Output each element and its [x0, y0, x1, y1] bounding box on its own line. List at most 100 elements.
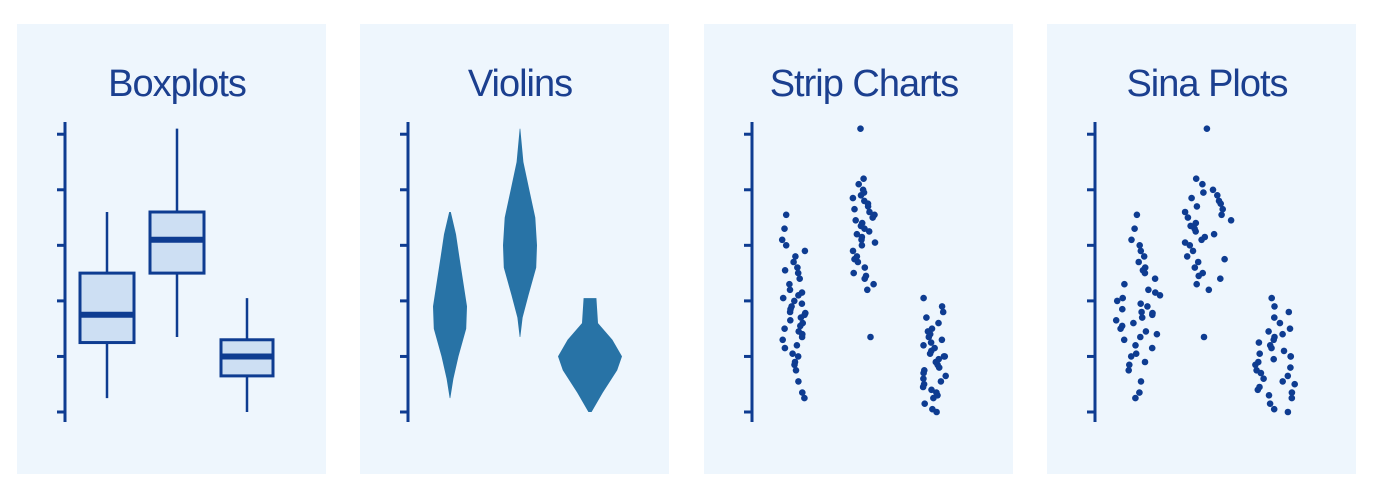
data-point: [801, 247, 809, 255]
data-point: [1286, 325, 1294, 333]
data-point: [1132, 394, 1139, 402]
data-point: [786, 280, 793, 288]
data-point: [849, 247, 857, 255]
data-point: [781, 225, 788, 232]
data-point: [939, 308, 947, 316]
data-point: [1217, 275, 1224, 282]
data-point: [1219, 205, 1226, 213]
data-point: [850, 269, 857, 277]
data-point: [920, 294, 927, 302]
data-point: [1191, 264, 1199, 271]
data-point: [938, 303, 946, 310]
data-point: [1265, 328, 1272, 335]
data-point: [1256, 350, 1263, 358]
data-point: [793, 342, 801, 349]
data-point: [789, 350, 796, 358]
data-point: [1266, 400, 1274, 408]
data-point: [1194, 258, 1202, 266]
panel-title: Boxplots: [108, 63, 246, 105]
data-point: [940, 353, 948, 360]
data-point: [1255, 339, 1263, 346]
data-point: [1144, 303, 1151, 310]
data-point: [1119, 305, 1126, 313]
data-point: [937, 378, 945, 385]
panel-title: Sina Plots: [1126, 63, 1287, 105]
chart-strip: Strip Charts: [744, 63, 959, 422]
data-point: [864, 286, 871, 294]
box-body: [78, 271, 136, 345]
data-point: [1137, 378, 1145, 385]
data-point: [1260, 375, 1267, 383]
data-point: [1132, 350, 1140, 358]
data-point: [1221, 255, 1228, 263]
data-point: [779, 294, 787, 302]
data-point: [921, 367, 928, 374]
data-point: [1218, 211, 1225, 219]
data-point: [1205, 286, 1213, 294]
data-point: [921, 400, 928, 408]
data-point: [1192, 219, 1200, 227]
data-point: [1266, 342, 1274, 349]
data-point: [920, 380, 928, 388]
data-point: [1181, 239, 1189, 246]
data-point: [1119, 294, 1126, 302]
data-point: [1214, 192, 1221, 199]
data-point: [1193, 280, 1200, 288]
data-point: [1270, 355, 1277, 363]
data-point: [1189, 247, 1197, 255]
data-point: [1120, 336, 1128, 344]
data-point: [1287, 353, 1295, 360]
data-point: [1151, 275, 1159, 282]
data-point: [786, 286, 794, 294]
data-point: [1288, 394, 1296, 402]
data-point: [927, 339, 935, 346]
data-point: [1136, 389, 1143, 396]
data-point: [1256, 383, 1263, 391]
data-point: [1199, 180, 1206, 188]
data-point: [1210, 230, 1218, 238]
data-point: [796, 275, 803, 282]
data-point: [1183, 253, 1191, 260]
data-point: [871, 211, 878, 219]
data-point: [795, 378, 802, 385]
data-point: [928, 386, 935, 394]
data-point: [1128, 236, 1135, 244]
data-point: [799, 389, 806, 396]
data-point: [860, 175, 867, 182]
panel-strip-charts: Strip Charts: [704, 24, 1013, 474]
data-point: [799, 319, 806, 327]
data-point: [1209, 186, 1217, 194]
data-point: [788, 303, 795, 310]
data-point: [858, 219, 866, 227]
data-point: [1279, 330, 1286, 338]
data-point: [942, 372, 949, 380]
data-point: [1287, 364, 1294, 371]
data-point: [867, 333, 874, 341]
data-point: [1285, 308, 1293, 316]
data-point: [1284, 372, 1292, 380]
data-point: [791, 297, 798, 305]
data-point: [794, 353, 802, 360]
data-point: [1203, 125, 1211, 132]
data-point: [1113, 297, 1121, 305]
data-point: [1270, 405, 1278, 413]
data-point: [923, 314, 930, 321]
data-point: [1255, 358, 1262, 366]
data-point: [920, 375, 927, 383]
panel-violins: Violins: [360, 24, 669, 474]
data-point: [1253, 367, 1260, 374]
data-point: [1153, 330, 1161, 338]
data-point: [1112, 317, 1120, 324]
data-point: [1200, 333, 1208, 341]
data-point: [1271, 333, 1278, 341]
data-point: [866, 208, 873, 216]
data-point: [933, 389, 940, 396]
data-point: [1279, 378, 1286, 385]
data-point: [787, 317, 794, 324]
data-point: [1227, 217, 1235, 224]
data-point: [1125, 367, 1132, 374]
data-point: [862, 272, 870, 280]
data-point: [781, 267, 789, 274]
data-point: [861, 264, 869, 271]
data-point: [1141, 358, 1149, 366]
